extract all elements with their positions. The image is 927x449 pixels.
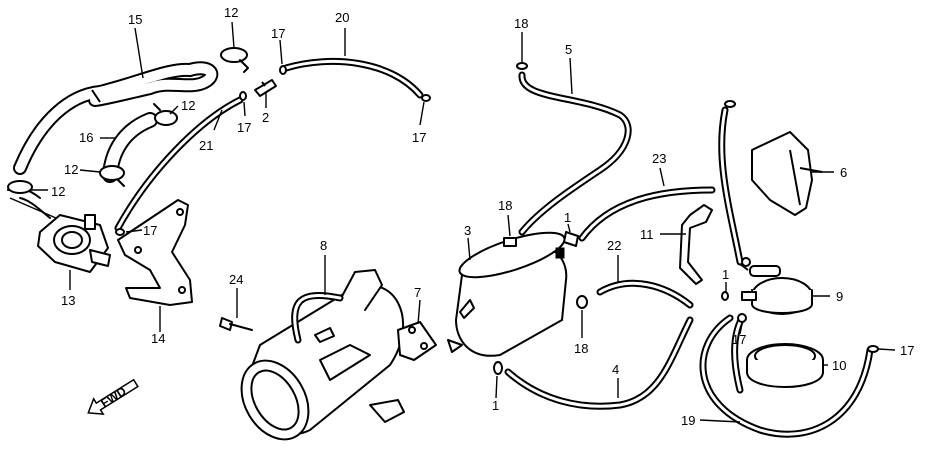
part-24-bolt	[219, 317, 253, 331]
callout-15: 15	[128, 12, 142, 27]
callout-17-bracket: 17	[143, 223, 157, 238]
clip-17-right-c	[737, 313, 747, 323]
callout-1-right: 1	[722, 267, 729, 282]
hose-22	[596, 279, 694, 309]
clip-1-mid	[563, 231, 579, 247]
clamp-12-mid	[153, 103, 178, 126]
clip-1-right	[741, 257, 751, 267]
callout-19: 19	[681, 413, 695, 428]
callout-5: 5	[565, 42, 572, 57]
callout-3: 3	[464, 223, 471, 238]
part-13-valve	[7, 187, 111, 273]
forward-direction-arrow: FWD	[87, 378, 139, 415]
callout-23: 23	[652, 151, 666, 166]
callout-17-upper: 17	[237, 120, 251, 135]
hose-21	[114, 96, 244, 232]
callout-12-left: 12	[51, 184, 65, 199]
callout-12-mid: 12	[181, 98, 195, 113]
clip-17-top-b	[279, 65, 287, 75]
callout-17-hose20: 17	[412, 130, 426, 145]
callout-13: 13	[61, 293, 75, 308]
part-9-valve	[739, 263, 813, 315]
callout-4: 4	[612, 362, 619, 377]
leader-lines	[9, 21, 896, 423]
callout-9: 9	[836, 289, 843, 304]
clip-17-hose20-end	[421, 94, 431, 102]
callout-1-bottom: 1	[492, 398, 499, 413]
clip-18-left	[503, 237, 517, 247]
callout-20: 20	[335, 10, 349, 25]
clip-17-top-a	[239, 91, 247, 101]
clip-18-top	[516, 62, 528, 70]
hose-5	[518, 71, 632, 236]
part-10-ring	[746, 343, 824, 388]
part-11-bracket	[679, 204, 713, 285]
callout-10: 10	[832, 358, 846, 373]
callout-12-lower: 12	[64, 162, 78, 177]
callout-numbers: 15 12 17 20 18 5 12 16 12 12 21 17 2 17 …	[51, 5, 914, 428]
fwd-arrow-icon	[87, 378, 139, 415]
clip-17-right-b	[721, 291, 729, 301]
callout-22: 22	[607, 238, 621, 253]
callout-8: 8	[320, 238, 327, 253]
callout-17-top: 17	[271, 26, 285, 41]
hose-vertical-right	[718, 106, 744, 266]
clamp-12-top	[220, 47, 249, 73]
part-2-joint	[254, 79, 277, 97]
callout-18-top: 18	[514, 16, 528, 31]
callout-24: 24	[229, 272, 243, 287]
part-7-plate	[397, 321, 437, 361]
callout-11: 11	[640, 227, 654, 242]
hose-23	[578, 186, 716, 242]
hose-20	[282, 57, 424, 99]
part-14-bracket	[117, 199, 193, 306]
callout-6: 6	[840, 165, 847, 180]
callout-14: 14	[151, 331, 165, 346]
callout-17-right-c: 17	[732, 332, 746, 347]
clamp-12-lower	[99, 165, 125, 187]
hose-19	[699, 314, 874, 438]
part-6-cover	[751, 131, 823, 216]
hose-15	[13, 61, 219, 175]
callout-2: 2	[262, 110, 269, 125]
clip-18-right	[576, 295, 588, 309]
callout-18-right: 18	[574, 341, 588, 356]
part-8-housing	[240, 269, 405, 441]
callout-17-right-d: 17	[900, 343, 914, 358]
callout-16: 16	[79, 130, 93, 145]
hose-9-17	[731, 314, 746, 394]
clip-17-right-d	[867, 345, 879, 353]
clip-1-bottom	[493, 361, 503, 375]
clamp-12-left	[7, 180, 33, 194]
callout-7: 7	[414, 285, 421, 300]
callout-12-top: 12	[224, 5, 238, 20]
clip-17-right-a	[724, 100, 736, 108]
callout-1-mid: 1	[564, 210, 571, 225]
callout-21: 21	[199, 138, 213, 153]
part-3-canister	[447, 231, 568, 357]
hose-4	[504, 316, 694, 410]
callout-18-left: 18	[498, 198, 512, 213]
clip-17-left-bracket	[115, 228, 125, 236]
